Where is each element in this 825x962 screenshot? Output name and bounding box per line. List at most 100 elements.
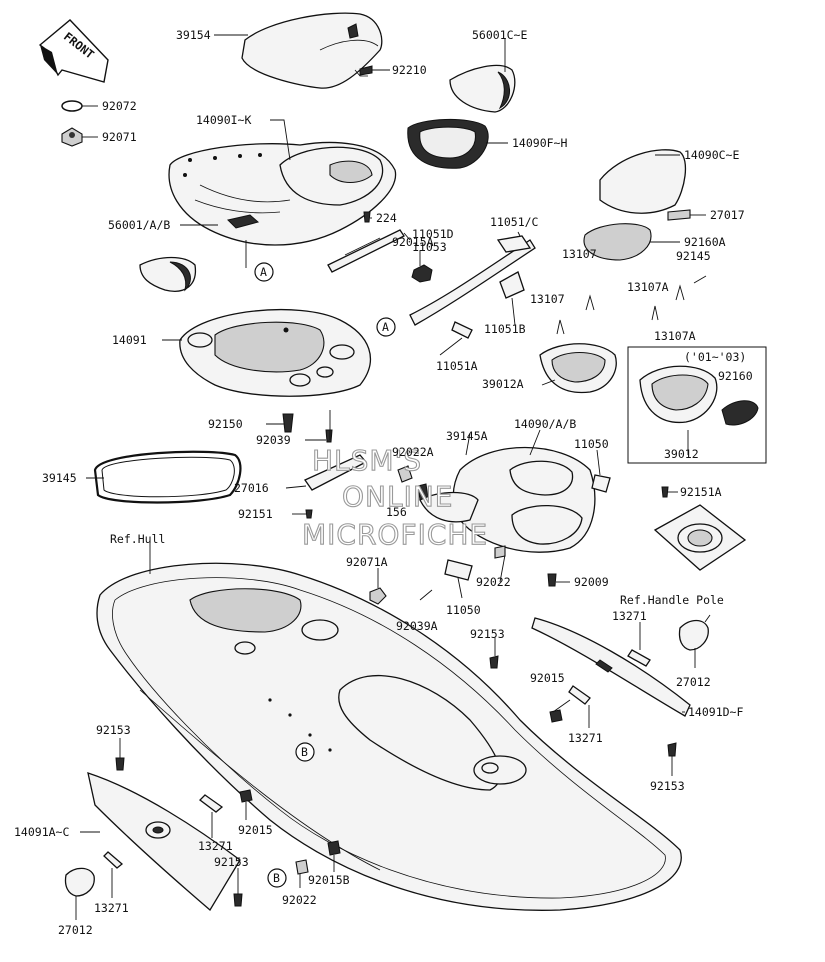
- callout-label: 92071A: [346, 555, 388, 569]
- callout-label: 92151A: [680, 485, 722, 499]
- callout-label: 14090F~H: [512, 136, 567, 150]
- pin-92039-part: [325, 429, 333, 443]
- callout-label: 11050: [446, 603, 481, 617]
- hull-part: [96, 562, 682, 911]
- callout-label: 92015: [238, 823, 273, 837]
- callout-labels: 39154 56001C~E 92210 92072 92071 14090I~…: [14, 28, 753, 937]
- callout-label: 92153: [470, 627, 505, 641]
- end-cap-27012-left-part: [64, 867, 95, 897]
- callout-label: 13271: [94, 901, 129, 915]
- callout-label: 39012A: [482, 377, 524, 391]
- callout-label: 27012: [58, 923, 93, 937]
- clip-13271-right-a-part: [627, 649, 651, 667]
- callout-label: 92015B: [308, 873, 350, 887]
- front-arrow-icon: FRONT: [38, 19, 109, 83]
- deck-cover-part: [168, 141, 397, 246]
- callout-label: 39012: [664, 447, 699, 461]
- watermark-line-3: MICROFICHE: [302, 518, 488, 551]
- callout-label: 13271: [198, 839, 233, 853]
- nut-92015a-part: [411, 264, 433, 283]
- callout-label: 14091D~F: [688, 705, 743, 719]
- callout-label: 56001/A/B: [108, 218, 170, 232]
- gasket-39145-part: [93, 450, 242, 504]
- callout-label: 27012: [676, 675, 711, 689]
- svg-text:B: B: [273, 871, 280, 885]
- callout-label: 14090C~E: [684, 148, 739, 162]
- inset-box: [627, 346, 767, 464]
- grab-handle-part: [449, 64, 516, 113]
- screw-92153-right-part: [667, 742, 677, 757]
- callout-label: 13271: [568, 731, 603, 745]
- side-rail-right-part: [531, 617, 691, 717]
- callout-label: 27016: [234, 481, 269, 495]
- callout-label: 92210: [392, 63, 427, 77]
- screw-92153-mid-part: [489, 655, 499, 669]
- storage-box-part: [179, 308, 371, 397]
- nut-92071-part: [61, 127, 83, 147]
- bracket-11050-lower-part: [444, 559, 473, 581]
- clip-13271-left-b-part: [103, 851, 124, 869]
- svg-text:A: A: [382, 320, 389, 334]
- callout-label: Ref.Handle Pole: [620, 593, 724, 607]
- end-cap-27012-right-part: [678, 619, 709, 651]
- screw-92153-left-bottom-part: [233, 893, 243, 907]
- svg-text:B: B: [301, 745, 308, 759]
- callout-label: 14091A~C: [14, 825, 69, 839]
- callout-label: ('01~'03): [684, 350, 746, 364]
- callout-label: 92153: [96, 723, 131, 737]
- clip-13107a-a-part: [651, 305, 659, 321]
- washer-92022-part: [494, 545, 506, 559]
- callout-label: 39145: [42, 471, 77, 485]
- pad-14090ce-part: [599, 149, 687, 214]
- callout-label: 11051/C: [490, 215, 539, 229]
- callout-label: 39154: [176, 28, 211, 42]
- callout-label: 92153: [650, 779, 685, 793]
- callout-label: 92009: [574, 575, 609, 589]
- screw-92151a-part: [661, 486, 669, 498]
- clip-13271-right-b-part: [568, 685, 591, 705]
- bracket-11051a-part: [451, 321, 473, 339]
- callout-label: 39145A: [446, 429, 488, 443]
- bracket-11051b-part: [499, 271, 525, 299]
- marker-b-hull: B: [295, 742, 315, 762]
- ring-92072-part: [61, 100, 83, 112]
- reference-markers: A A B B: [254, 262, 396, 888]
- washer-92022-left-part: [295, 859, 309, 875]
- bracket-27016-part: [304, 454, 368, 491]
- screw-92151-part: [305, 509, 313, 519]
- nut-92015-right-part: [549, 709, 563, 723]
- callout-label: 92039A: [396, 619, 438, 633]
- watermark-line-1: HLSM'S: [312, 444, 422, 477]
- screw-224-part: [363, 211, 371, 223]
- label-27017-part: [667, 209, 691, 221]
- clip-13271-left-a-part: [199, 794, 224, 813]
- cup-holder-39012a-part: [539, 343, 617, 394]
- callout-label: 11051D: [412, 227, 454, 241]
- callout-label: 11051A: [436, 359, 478, 373]
- pin-92039a-part: [419, 589, 433, 601]
- callout-label: 92039: [256, 433, 291, 447]
- callout-label: 92160: [718, 369, 753, 383]
- callout-label: 14090I~K: [196, 113, 251, 127]
- callout-label: 11050: [574, 437, 609, 451]
- clip-13107-b-part: [585, 294, 595, 311]
- clip-13107-a-part: [556, 319, 565, 335]
- callout-label: 92022: [476, 575, 511, 589]
- callout-label: 13107A: [654, 329, 696, 343]
- bracket-11050-top-part: [591, 474, 611, 493]
- callout-label: 11051B: [484, 322, 526, 336]
- bracket-11051c-part: [409, 235, 536, 326]
- svg-text:A: A: [260, 265, 267, 279]
- marker-b-rail: B: [267, 868, 287, 888]
- callout-label: 14091: [112, 333, 147, 347]
- callout-label: 92015: [530, 671, 565, 685]
- callout-label: 92151: [238, 507, 273, 521]
- callout-label: 13271: [612, 609, 647, 623]
- callout-label: 13107: [530, 292, 565, 306]
- grab-handle-left-part: [139, 256, 197, 292]
- callout-label: 92072: [102, 99, 137, 113]
- nut-92015-left-part: [239, 789, 253, 803]
- panel-14090ab-part: [419, 446, 596, 553]
- callout-label: 27017: [710, 208, 745, 222]
- callout-label: 92145: [676, 249, 711, 263]
